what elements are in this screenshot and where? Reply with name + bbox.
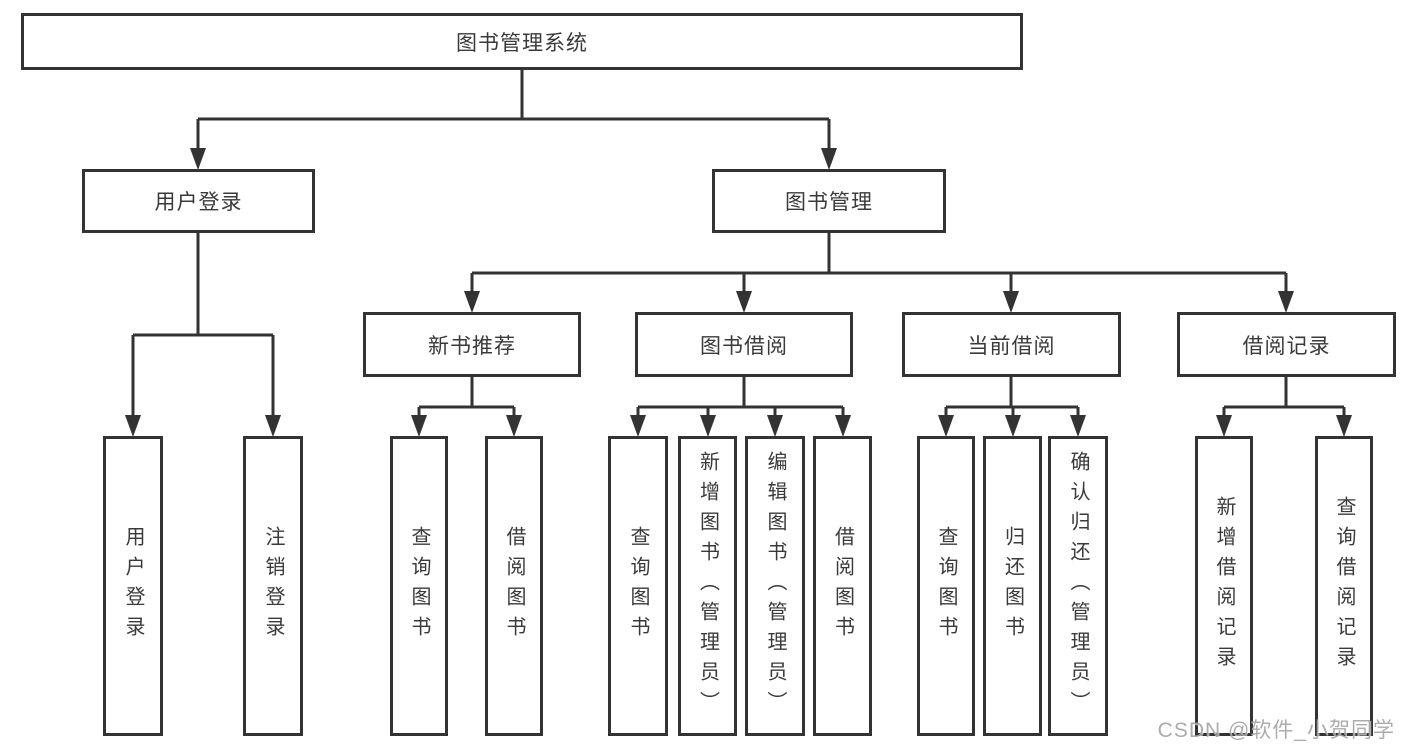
- node-label: 新增图书（管理员）: [696, 451, 719, 721]
- leaf-query-borrow-record: 查询借阅记录: [1315, 436, 1373, 736]
- node-label: 用户登录: [122, 526, 144, 646]
- node-label: 查询图书: [935, 526, 957, 646]
- leaf-add-borrow-record: 新增借阅记录: [1195, 436, 1253, 736]
- node-label: 新书推荐: [428, 334, 516, 358]
- node-label: 图书管理系统: [456, 31, 588, 55]
- leaf-query-books-current: 查询图书: [917, 436, 975, 736]
- leaf-borrow-books-borrowing: 借阅图书: [813, 436, 872, 736]
- leaf-user-login: 用户登录: [103, 436, 163, 736]
- leaf-confirm-return-admin: 确认归还（管理员）: [1048, 436, 1108, 736]
- leaf-query-books-recommendation: 查询图书: [390, 436, 448, 736]
- node-label: 注销登录: [262, 526, 284, 646]
- leaf-add-books-admin: 新增图书（管理员）: [678, 436, 737, 736]
- node-borrowing-records: 借阅记录: [1177, 312, 1396, 377]
- node-user-login: 用户登录: [82, 169, 315, 233]
- node-label: 借阅图书: [831, 526, 854, 646]
- node-label: 借阅图书: [503, 526, 525, 646]
- node-label: 编辑图书（管理员）: [764, 451, 786, 721]
- node-library-management-system: 图书管理系统: [21, 13, 1023, 70]
- node-label: 图书借阅: [700, 334, 788, 358]
- node-label: 查询图书: [627, 526, 649, 646]
- node-book-borrowing: 图书借阅: [635, 312, 853, 377]
- leaf-return-books: 归还图书: [983, 436, 1042, 736]
- node-label: 图书管理: [785, 191, 873, 214]
- node-new-book-recommendation: 新书推荐: [363, 312, 581, 377]
- node-label: 确认归还（管理员）: [1067, 451, 1089, 721]
- node-label: 当前借阅: [967, 334, 1056, 358]
- node-label: 借阅记录: [1242, 334, 1331, 358]
- node-label: 新增借阅记录: [1213, 496, 1235, 676]
- leaf-borrow-books-recommendation: 借阅图书: [485, 436, 543, 736]
- node-label: 归还图书: [1001, 526, 1024, 646]
- csdn-watermark: CSDN @软件_小贺同学: [1157, 719, 1395, 742]
- leaf-query-books-borrowing: 查询图书: [608, 436, 668, 736]
- node-current-borrowing: 当前借阅: [902, 312, 1121, 377]
- leaf-edit-books-admin: 编辑图书（管理员）: [745, 436, 805, 736]
- node-book-management: 图书管理: [712, 169, 946, 233]
- node-label: 用户登录: [154, 191, 243, 214]
- node-label: 查询借阅记录: [1333, 496, 1355, 676]
- leaf-logout-login: 注销登录: [243, 436, 303, 736]
- node-label: 查询图书: [408, 526, 430, 646]
